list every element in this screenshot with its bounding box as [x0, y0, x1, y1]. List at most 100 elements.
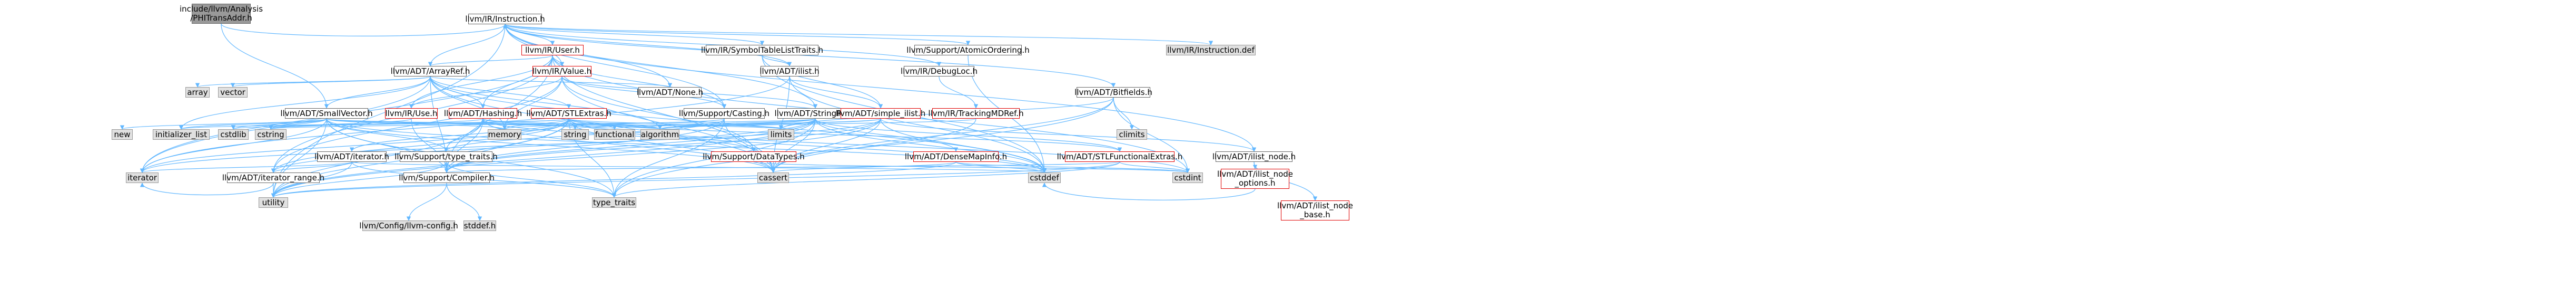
- node-trackingmdref[interactable]: llvm/IR/TrackingMDRef.h: [928, 108, 1024, 119]
- edge-iterator_h-to-iterrange: [271, 161, 352, 173]
- edge-densemapinfo-to-utility: [271, 161, 956, 198]
- edge-arrayref-to-iterator: [140, 76, 431, 173]
- edge-root-to-smallvector: [221, 23, 329, 109]
- edge-stlextras-to-limits: [568, 118, 783, 130]
- node-ilist-node-options[interactable]: llvm/ADT/ilist_node_options.h: [1217, 169, 1294, 189]
- node-cstddef[interactable]: cstddef: [1028, 172, 1061, 183]
- node-support-type-traits[interactable]: llvm/Support/type_traits.h: [394, 151, 498, 162]
- node-value[interactable]: llvm/IR/Value.h: [532, 66, 592, 76]
- node-instruction-def[interactable]: llvm/IR/Instruction.def: [1166, 45, 1256, 55]
- node-type-traits[interactable]: type_traits: [592, 197, 636, 208]
- node-atomicordering[interactable]: llvm/Support/AtomicOrdering.h: [906, 45, 1030, 55]
- edge-value-to-memory: [502, 76, 562, 130]
- node-compiler[interactable]: llvm/Support/Compiler.h: [399, 172, 495, 183]
- edge-stringref-to-limits: [778, 118, 816, 130]
- edge-stlextras-to-cstddef: [568, 118, 1047, 173]
- edge-ilistnode-to-ilistnodeopts: [1252, 161, 1258, 169]
- edge-use-to-cstring: [269, 118, 412, 130]
- edge-smallvector-to-iterator: [140, 118, 327, 173]
- node-iterator[interactable]: iterator: [126, 172, 159, 183]
- node-use[interactable]: llvm/IR/Use.h: [385, 108, 438, 119]
- edge-stringref-to-densemapinfo: [815, 118, 959, 152]
- edge-bitfields-to-typetraits: [611, 97, 1114, 198]
- node-arrayref[interactable]: llvm/ADT/ArrayRef.h: [390, 66, 470, 76]
- edge-user-to-arrayref: [428, 55, 553, 66]
- node-debugloc[interactable]: llvm/IR/DebugLoc.h: [901, 66, 978, 76]
- edge-simpleilist-to-compiler: [444, 118, 881, 173]
- node-stlfunctionalextras[interactable]: llvm/ADT/STLFunctionalExtras.h: [1057, 151, 1183, 162]
- edge-casting-to-typetraits: [611, 118, 725, 198]
- edge-arrayref-to-initlist: [179, 76, 431, 130]
- edge-stlfunc-to-compiler: [445, 161, 1120, 173]
- node-functional[interactable]: functional: [594, 129, 635, 140]
- edge-ilistnodeopts-to-cstddef: [1042, 183, 1256, 200]
- node-densemapinfo[interactable]: llvm/ADT/DenseMapInfo.h: [904, 151, 1008, 162]
- node-string[interactable]: string: [561, 129, 589, 140]
- node-simple-ilist[interactable]: llvm/ADT/simple_ilist.h: [835, 108, 926, 119]
- node-hashing[interactable]: llvm/ADT/Hashing.h: [443, 108, 522, 119]
- edge-datatypes-to-cstdint: [753, 161, 1190, 173]
- node-climits[interactable]: climits: [1117, 129, 1147, 140]
- edge-simpleilist-to-cassert: [771, 118, 881, 173]
- node-adt-iterator[interactable]: llvm/ADT/iterator.h: [314, 151, 389, 162]
- edge-stringref-to-compiler: [444, 118, 816, 173]
- node-ilist[interactable]: llvm/ADT/ilist.h: [759, 66, 820, 76]
- edge-value-to-datatypes: [561, 76, 756, 152]
- node-stlextras[interactable]: llvm/ADT/STLExtras.h: [526, 108, 611, 119]
- edge-user-to-use: [409, 55, 553, 109]
- node-stddef[interactable]: stddef.h: [463, 220, 496, 231]
- edge-smallvector-to-functional: [326, 118, 617, 130]
- node-ilist-node-base[interactable]: llvm/ADT/ilist_node_base.h: [1277, 200, 1354, 220]
- node-new[interactable]: new: [112, 129, 133, 140]
- node-cstdlib[interactable]: cstdlib: [218, 129, 249, 140]
- edge-casting-to-compiler: [444, 118, 725, 173]
- node-casting[interactable]: llvm/Support/Casting.h: [678, 108, 770, 119]
- edge-densemapinfo-to-cstdint: [955, 161, 1190, 173]
- node-ilist-node[interactable]: llvm/ADT/ilist_node.h: [1212, 151, 1296, 162]
- node-none[interactable]: llvm/ADT/None.h: [636, 87, 704, 98]
- node-user[interactable]: llvm/IR/User.h: [521, 45, 584, 55]
- node-datatypes[interactable]: llvm/Support/DataTypes.h: [703, 151, 805, 162]
- node-llvm-config[interactable]: llvm/Config/llvm-config.h: [359, 220, 458, 231]
- node-cassert[interactable]: cassert: [757, 172, 789, 183]
- edge-instruction-to-instdef: [505, 24, 1213, 45]
- node-symboltablelisttraits[interactable]: llvm/IR/SymbolTableListTraits.h: [700, 45, 824, 55]
- edge-smallvector-to-cstddef: [326, 118, 1047, 173]
- edge-arrayref-to-memory: [430, 76, 507, 130]
- edge-iterator_h-to-iterator: [140, 161, 352, 173]
- node-array[interactable]: array: [185, 87, 210, 98]
- edge-value-to-use: [409, 76, 562, 109]
- edge-compiler-to-stddef: [446, 183, 482, 221]
- edge-iterrange-to-iterator: [140, 183, 274, 196]
- edge-symtab-to-ilist: [762, 55, 792, 66]
- node-memory[interactable]: memory: [488, 129, 521, 140]
- node-root-phitransaddr[interactable]: include/llvm/Analysis/PHITransAddr.h: [179, 4, 263, 24]
- node-bitfields[interactable]: llvm/ADT/Bitfields.h: [1074, 87, 1152, 98]
- edge-densemapinfo-to-cassert: [771, 161, 956, 173]
- edge-instruction-to-bitfields: [505, 24, 1116, 88]
- node-stringref[interactable]: llvm/ADT/StringRef.h: [774, 108, 856, 119]
- edge-simpleilist-to-ilistnode: [880, 118, 1257, 152]
- node-algorithm[interactable]: algorithm: [640, 129, 679, 140]
- node-cstdint[interactable]: cstdint: [1172, 172, 1203, 183]
- edge-trackingmd-to-cassert: [771, 118, 976, 173]
- node-cstring[interactable]: cstring: [255, 129, 287, 140]
- edge-ilist-to-cstddef: [789, 76, 1047, 173]
- node-instruction[interactable]: llvm/IR/Instruction.h: [465, 14, 545, 24]
- edge-smallvector-to-cstdlib: [231, 118, 327, 130]
- edge-stlextras-to-iterator_h: [349, 118, 569, 152]
- node-utility[interactable]: utility: [259, 197, 288, 208]
- edge-bitfields-to-climits: [1113, 97, 1134, 130]
- edge-stringref-to-cstring: [269, 118, 816, 130]
- edge-bitfields-to-cstdint: [1113, 97, 1190, 173]
- node-initializer-list[interactable]: initializer_list: [153, 129, 210, 140]
- edge-ilist-to-simpleilist: [789, 76, 883, 109]
- edge-instruction-to-ilist: [505, 24, 792, 66]
- node-vector[interactable]: vector: [218, 87, 248, 98]
- edge-stlfunc-to-cstdint: [1119, 161, 1190, 173]
- node-iterator-range[interactable]: llvm/ADT/iterator_range.h: [222, 172, 325, 183]
- edge-user-to-cassert: [552, 55, 776, 173]
- node-limits[interactable]: limits: [768, 129, 794, 140]
- node-smallvector[interactable]: llvm/ADT/SmallVector.h: [280, 108, 373, 119]
